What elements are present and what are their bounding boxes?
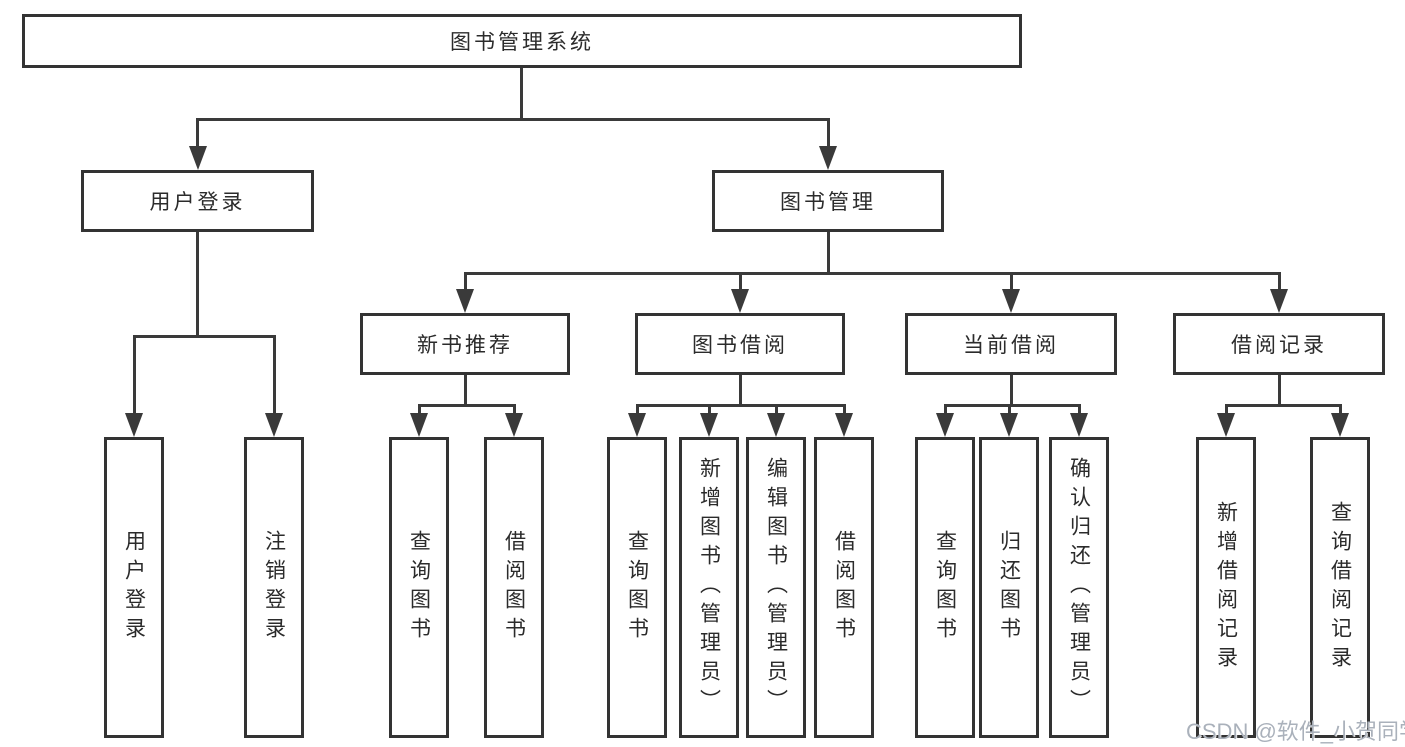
connector-borrow-records-rail [1225, 404, 1341, 407]
connector-user-login-rail [133, 335, 276, 338]
arrow-down-icon [819, 146, 837, 170]
node-label: 借阅图书 [502, 529, 526, 646]
connector-to-borrow-records [1278, 272, 1281, 292]
connector-current-borrow-rail [944, 404, 1080, 407]
node-label: 注销登录 [262, 529, 286, 646]
connector-root-stem [520, 68, 523, 120]
connector-to-new-book-rec [464, 272, 467, 292]
node-new-book-recommend: 新书推荐 [360, 313, 570, 375]
connector-root-rail [196, 118, 830, 121]
connector-leaf-drop [708, 404, 711, 417]
leaf-query-books-borrow: 查询图书 [607, 437, 667, 738]
node-label: 查询借阅记录 [1328, 500, 1352, 675]
node-label: 图书管理系统 [450, 31, 594, 54]
connector-leaf-drop [1339, 404, 1342, 417]
connector-to-leaf-user-login [133, 335, 136, 417]
connector-borrow-records-stem [1278, 375, 1281, 407]
arrow-down-icon [456, 289, 474, 313]
node-label: 新增图书（管理员） [697, 457, 721, 718]
arrow-down-icon [189, 146, 207, 170]
node-current-borrowing: 当前借阅 [905, 313, 1117, 375]
arrow-down-icon [265, 413, 283, 437]
leaf-add-books-admin: 新增图书（管理员） [679, 437, 739, 738]
node-label: 用户登录 [122, 529, 146, 646]
node-label: 图书管理 [780, 191, 876, 214]
node-label: 查询图书 [933, 529, 957, 646]
csdn-watermark: CSDN @软件_小贺同学 [1186, 719, 1405, 744]
node-label: 借阅图书 [832, 529, 856, 646]
connector-leaf-drop [843, 404, 846, 417]
connector-new-book-stem [464, 375, 467, 407]
connector-to-current-borrow [1010, 272, 1013, 292]
arrow-down-icon [1270, 289, 1288, 313]
leaf-query-books-current: 查询图书 [915, 437, 975, 738]
node-label: 编辑图书（管理员） [764, 457, 788, 718]
leaf-return-books: 归还图书 [979, 437, 1039, 738]
node-label: 新增借阅记录 [1214, 500, 1238, 675]
arrow-down-icon [835, 413, 853, 437]
connector-leaf-drop [636, 404, 639, 417]
node-label: 查询图书 [625, 529, 649, 646]
connector-leaf-drop [1078, 404, 1081, 417]
connector-root-to-user-login [196, 118, 199, 150]
connector-user-login-stem [196, 232, 199, 338]
arrow-down-icon [936, 413, 954, 437]
node-label: 归还图书 [997, 529, 1021, 646]
connector-leaf-drop [1008, 404, 1011, 417]
connector-book-borrow-stem [739, 375, 742, 407]
node-label: 当前借阅 [963, 334, 1059, 357]
node-label: 图书借阅 [692, 334, 788, 357]
node-label: 确认归还（管理员） [1067, 457, 1091, 718]
arrow-down-icon [731, 289, 749, 313]
connector-leaf-drop [418, 404, 421, 417]
arrow-down-icon [1217, 413, 1235, 437]
leaf-borrow-books: 借阅图书 [814, 437, 874, 738]
arrow-down-icon [1002, 289, 1020, 313]
node-user-login: 用户登录 [81, 170, 314, 232]
leaf-query-borrow-record: 查询借阅记录 [1310, 437, 1370, 738]
leaf-confirm-return-admin: 确认归还（管理员） [1049, 437, 1109, 738]
leaf-borrow-books-recommend: 借阅图书 [484, 437, 544, 738]
node-label: 查询图书 [407, 529, 431, 646]
connector-book-borrow-rail [636, 404, 846, 407]
arrow-down-icon [1070, 413, 1088, 437]
leaf-add-borrow-record: 新增借阅记录 [1196, 437, 1256, 738]
leaf-edit-books-admin: 编辑图书（管理员） [746, 437, 806, 738]
connector-new-book-rail [418, 404, 516, 407]
node-root-library-system: 图书管理系统 [22, 14, 1022, 68]
arrow-down-icon [1331, 413, 1349, 437]
node-borrow-records: 借阅记录 [1173, 313, 1385, 375]
connector-book-mgmt-rail [464, 272, 1281, 275]
connector-root-to-book-mgmt [827, 118, 830, 150]
connector-to-leaf-logout [273, 335, 276, 417]
connector-book-mgmt-stem [827, 232, 830, 275]
leaf-logout: 注销登录 [244, 437, 304, 738]
arrow-down-icon [700, 413, 718, 437]
node-label: 借阅记录 [1231, 334, 1327, 357]
leaf-user-login: 用户登录 [104, 437, 164, 738]
connector-current-borrow-stem [1010, 375, 1013, 407]
arrow-down-icon [505, 413, 523, 437]
node-label: 用户登录 [149, 191, 246, 214]
arrow-down-icon [628, 413, 646, 437]
arrow-down-icon [1000, 413, 1018, 437]
connector-leaf-drop [1225, 404, 1228, 417]
connector-leaf-drop [944, 404, 947, 417]
node-label: 新书推荐 [417, 334, 513, 357]
connector-to-book-borrow [739, 272, 742, 292]
arrow-down-icon [767, 413, 785, 437]
node-book-management: 图书管理 [712, 170, 944, 232]
arrow-down-icon [410, 413, 428, 437]
arrow-down-icon [125, 413, 143, 437]
node-book-borrowing: 图书借阅 [635, 313, 845, 375]
leaf-query-books-recommend: 查询图书 [389, 437, 449, 738]
connector-leaf-drop [513, 404, 516, 417]
connector-leaf-drop [775, 404, 778, 417]
